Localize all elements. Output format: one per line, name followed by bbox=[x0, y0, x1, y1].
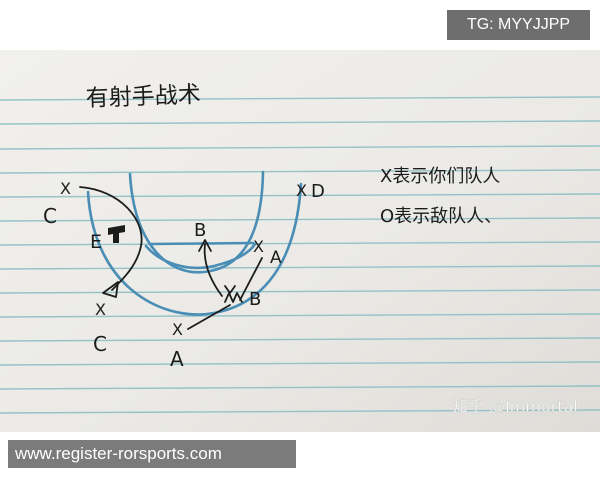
label-a-bottom: A bbox=[170, 347, 184, 371]
label-c-bottom: C bbox=[93, 332, 107, 356]
player-labels: X C E B X A X D B X C X A bbox=[43, 179, 325, 371]
label-c-top: C bbox=[43, 204, 57, 228]
label-a-right: A bbox=[270, 248, 282, 268]
ruled-line bbox=[0, 313, 600, 318]
ruled-line bbox=[0, 409, 600, 414]
pass-line-from-a bbox=[187, 304, 231, 330]
screen-mark bbox=[224, 292, 243, 303]
ruled-line bbox=[0, 120, 600, 125]
outer-arc bbox=[86, 182, 303, 316]
ruled-line bbox=[0, 145, 600, 150]
ruled-line bbox=[0, 169, 600, 174]
court-arcs bbox=[86, 170, 303, 316]
tg-contact-text: TG: MYYJJPP bbox=[466, 16, 571, 33]
label-b-bottom: B bbox=[249, 289, 261, 310]
b-cut-arrowhead bbox=[198, 239, 212, 252]
pass-line-to-a bbox=[239, 257, 263, 301]
c-run-arrowhead bbox=[102, 281, 119, 298]
note-title: 有射手战术 bbox=[85, 82, 201, 112]
ruled-line bbox=[0, 385, 600, 390]
label-e: E bbox=[90, 231, 102, 253]
label-x-a-right: X bbox=[253, 237, 264, 256]
label-d: D bbox=[311, 181, 325, 202]
label-b-top: B bbox=[194, 220, 206, 241]
website-url-badge: www.register-rorsports.com bbox=[8, 440, 296, 468]
ruled-line bbox=[0, 265, 600, 270]
b-cut-path bbox=[203, 243, 223, 297]
play-lines bbox=[79, 186, 263, 330]
c-run-path bbox=[79, 186, 143, 291]
website-url-text: www.register-rorsports.com bbox=[15, 444, 222, 463]
ruled-lines bbox=[0, 96, 600, 414]
ruled-line bbox=[0, 361, 600, 366]
screen-fork-mark bbox=[224, 285, 236, 294]
arc-crossbar bbox=[148, 241, 255, 246]
inner-arc bbox=[128, 170, 265, 274]
legend-line-opponents: O表示敌队人、 bbox=[380, 206, 502, 227]
label-x-c-top: X bbox=[60, 179, 71, 198]
lined-paper bbox=[0, 50, 600, 432]
label-x-c-bottom: X bbox=[95, 300, 106, 319]
label-x-a-bottom: X bbox=[172, 320, 183, 339]
ruled-line bbox=[0, 289, 600, 294]
tg-contact-badge: TG: MYYJJPP bbox=[447, 10, 590, 40]
ruled-line bbox=[0, 217, 600, 222]
ruled-line bbox=[0, 96, 600, 101]
legend-line-teammates: X表示你们队人 bbox=[380, 166, 500, 187]
ruled-line bbox=[0, 337, 600, 342]
zhihu-watermark: 知乎 @Immortal bbox=[452, 397, 578, 416]
small-arc bbox=[144, 242, 257, 270]
shooter-marker-icon bbox=[108, 225, 125, 243]
label-x-d: X bbox=[296, 181, 307, 200]
